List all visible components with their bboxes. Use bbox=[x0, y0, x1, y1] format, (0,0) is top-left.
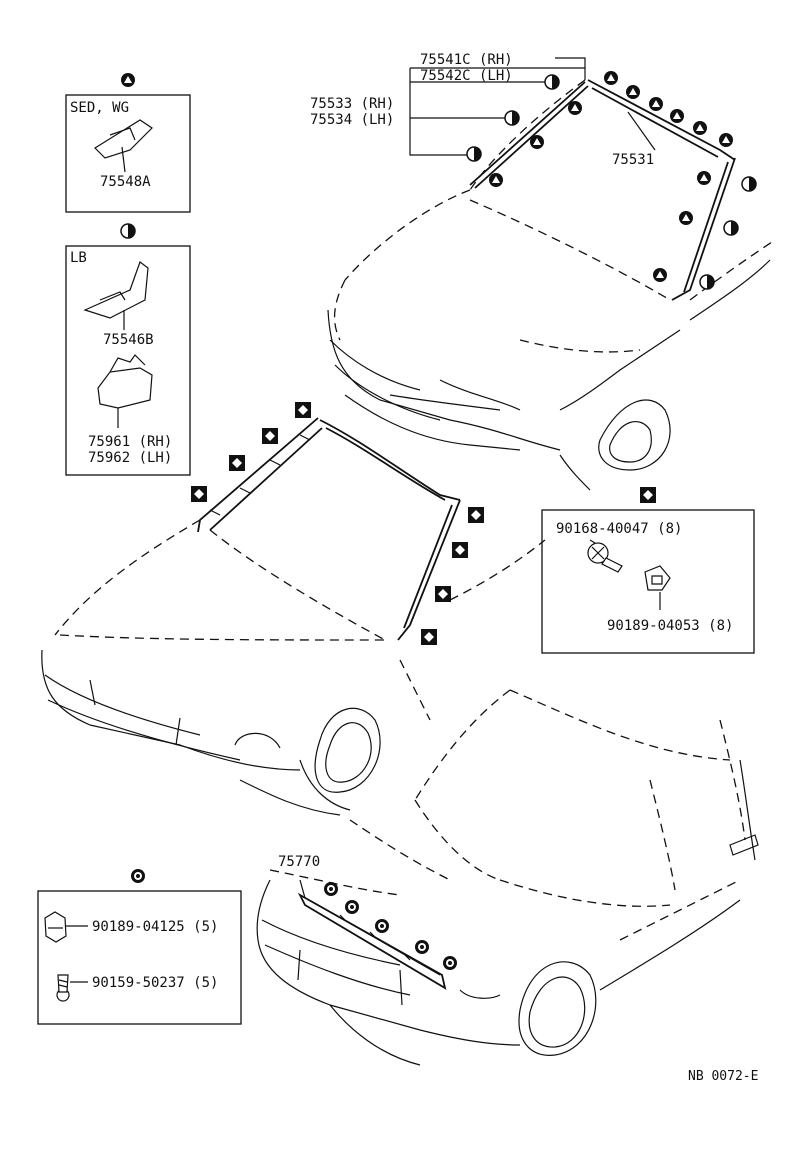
label-75770: 75770 bbox=[278, 854, 320, 870]
dot-circle-icon bbox=[324, 882, 338, 896]
half-circle-icon bbox=[466, 146, 482, 162]
label-75531: 75531 bbox=[612, 152, 654, 168]
inset-lb-title: LB bbox=[70, 250, 87, 266]
diamond-icon bbox=[229, 455, 245, 471]
triangle-icon bbox=[626, 85, 640, 99]
label-90189-b: 90189-04125 (5) bbox=[92, 919, 218, 935]
top-car-drawing bbox=[327, 79, 776, 491]
label-75546b: 75546B bbox=[103, 332, 154, 348]
label-75533: 75533 (RH) bbox=[310, 96, 394, 112]
label-75541c: 75541C (RH) bbox=[420, 52, 513, 68]
triangle-icon bbox=[697, 171, 711, 185]
inset-sed-wg bbox=[65, 94, 191, 213]
inset-clips bbox=[541, 509, 755, 654]
bottom-car-drawing bbox=[256, 689, 759, 1066]
dot-circle-icon bbox=[415, 940, 429, 954]
label-75961: 75961 (RH) bbox=[88, 434, 172, 450]
label-75542c: 75542C (LH) bbox=[420, 68, 513, 84]
cowl-panel-75770 bbox=[297, 879, 447, 990]
label-75962: 75962 (LH) bbox=[88, 450, 172, 466]
middle-symbols bbox=[191, 402, 484, 645]
triangle-icon bbox=[121, 73, 135, 87]
half-circle-icon bbox=[120, 223, 136, 239]
top-symbols bbox=[466, 71, 757, 290]
diamond-icon bbox=[191, 486, 207, 502]
inset-fasteners bbox=[37, 890, 242, 1025]
triangle-icon bbox=[604, 71, 618, 85]
label-75534: 75534 (LH) bbox=[310, 112, 394, 128]
label-90159: 90159-50237 (5) bbox=[92, 975, 218, 991]
diamond-icon bbox=[435, 586, 451, 602]
label-90168: 90168-40047 (8) bbox=[556, 521, 682, 537]
triangle-icon bbox=[670, 109, 684, 123]
diamond-icon bbox=[640, 487, 656, 503]
half-circle-icon bbox=[723, 220, 739, 236]
diamond-icon bbox=[468, 507, 484, 523]
roof-moulding-75531 bbox=[469, 79, 736, 301]
half-circle-icon bbox=[741, 176, 757, 192]
diamond-icon bbox=[452, 542, 468, 558]
triangle-icon bbox=[719, 133, 733, 147]
middle-car-drawing bbox=[41, 519, 546, 816]
windshield-moulding-middle bbox=[197, 417, 461, 641]
dot-circle-icon bbox=[375, 919, 389, 933]
top-leaders bbox=[409, 57, 656, 156]
triangle-icon bbox=[530, 135, 544, 149]
triangle-icon bbox=[679, 211, 693, 225]
inset-sed-wg-title: SED, WG bbox=[70, 100, 129, 116]
triangle-icon bbox=[649, 97, 663, 111]
inset-lb bbox=[65, 245, 191, 476]
half-circle-icon bbox=[504, 110, 520, 126]
bottom-symbols bbox=[324, 882, 457, 970]
drawing-number: NB 0072-E bbox=[688, 1069, 758, 1084]
diamond-icon bbox=[295, 402, 311, 418]
half-circle-icon bbox=[699, 274, 715, 290]
half-circle-icon bbox=[544, 74, 560, 90]
dot-circle-icon bbox=[131, 869, 145, 883]
label-90189-a: 90189-04053 (8) bbox=[607, 618, 733, 634]
triangle-icon bbox=[489, 173, 503, 187]
dot-circle-icon bbox=[345, 900, 359, 914]
triangle-icon bbox=[653, 268, 667, 282]
triangle-icon bbox=[693, 121, 707, 135]
label-75548a: 75548A bbox=[100, 174, 151, 190]
diamond-icon bbox=[421, 629, 437, 645]
diamond-icon bbox=[262, 428, 278, 444]
dot-circle-icon bbox=[443, 956, 457, 970]
triangle-icon bbox=[568, 101, 582, 115]
